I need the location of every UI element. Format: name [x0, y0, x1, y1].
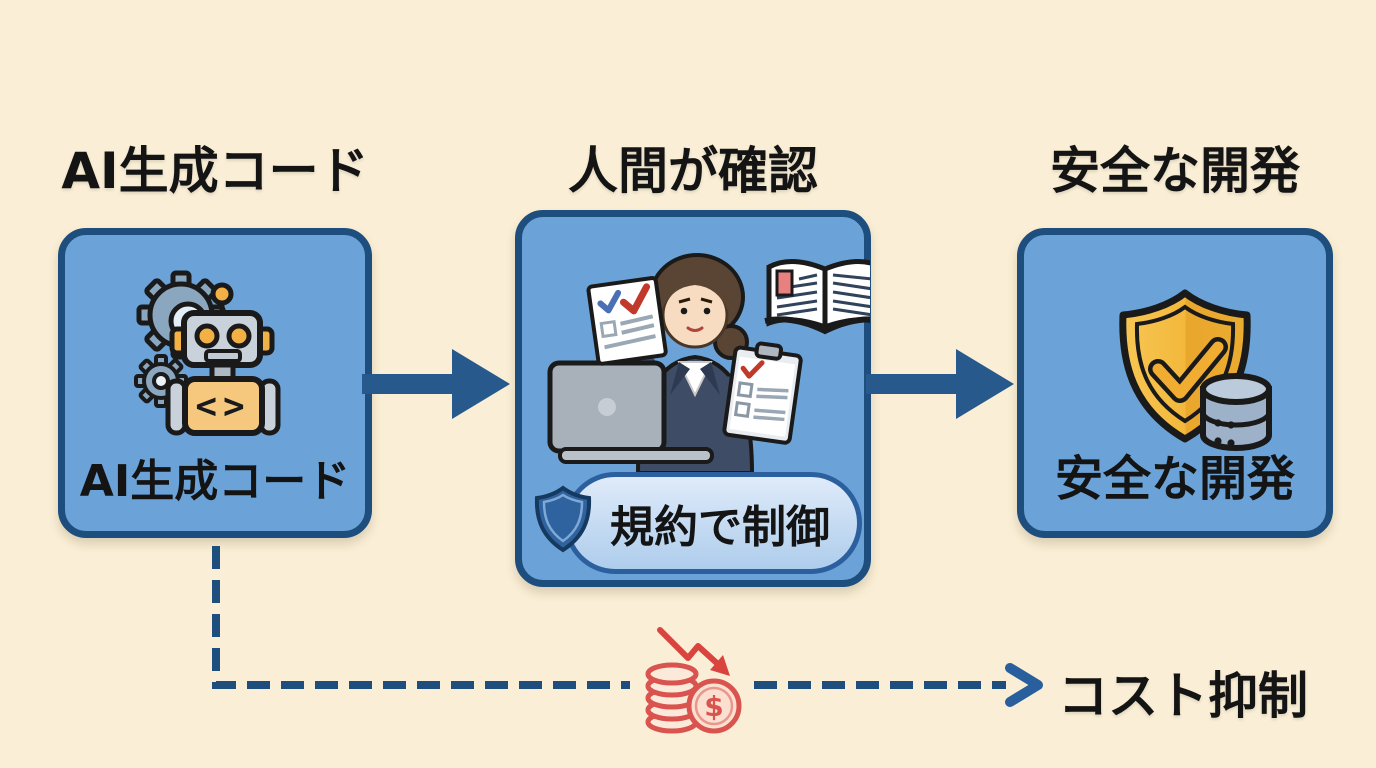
rulebook-icon	[764, 259, 870, 335]
bookmark-icon	[775, 269, 794, 297]
rule-control-badge: 規約で制御	[564, 472, 862, 574]
box-safe-development: 安全な開発	[1017, 228, 1333, 538]
heading-human-review: 人間が確認	[568, 142, 818, 200]
dollar-glyph: $	[704, 690, 723, 723]
robot-icon: <>	[134, 270, 281, 436]
coins-icon: $	[645, 627, 742, 734]
reviewer-person-icon	[547, 253, 870, 475]
flow-arrow-2	[866, 349, 1014, 419]
clipboard-icon	[722, 341, 803, 445]
heading-safe-development: 安全な開発	[1050, 142, 1300, 200]
box-label-ai-generated-code: AI生成コード	[79, 456, 351, 507]
badge-shield-icon	[534, 485, 592, 553]
box-label-safe-development: 安全な開発	[1054, 451, 1295, 507]
flow-arrow-1	[362, 349, 510, 419]
down-trend-arrow-icon	[657, 627, 730, 676]
cost-label: コスト抑制	[1058, 667, 1308, 725]
box-human-review: 規約で制御	[515, 210, 871, 587]
dashed-arrowhead-icon	[1005, 663, 1043, 707]
code-glyph: <>	[195, 386, 250, 427]
box-ai-generated-code: <> AI生成コード	[58, 228, 372, 538]
badge-label: 規約で制御	[610, 502, 830, 553]
coin-stack	[645, 662, 699, 734]
database-icon	[1200, 373, 1272, 451]
heading-ai-generated-code: AI生成コード	[61, 142, 369, 200]
dollar-coin: $	[686, 678, 742, 734]
checklist-paper-icon	[586, 276, 668, 366]
shield-check-database-icon	[1119, 289, 1272, 451]
